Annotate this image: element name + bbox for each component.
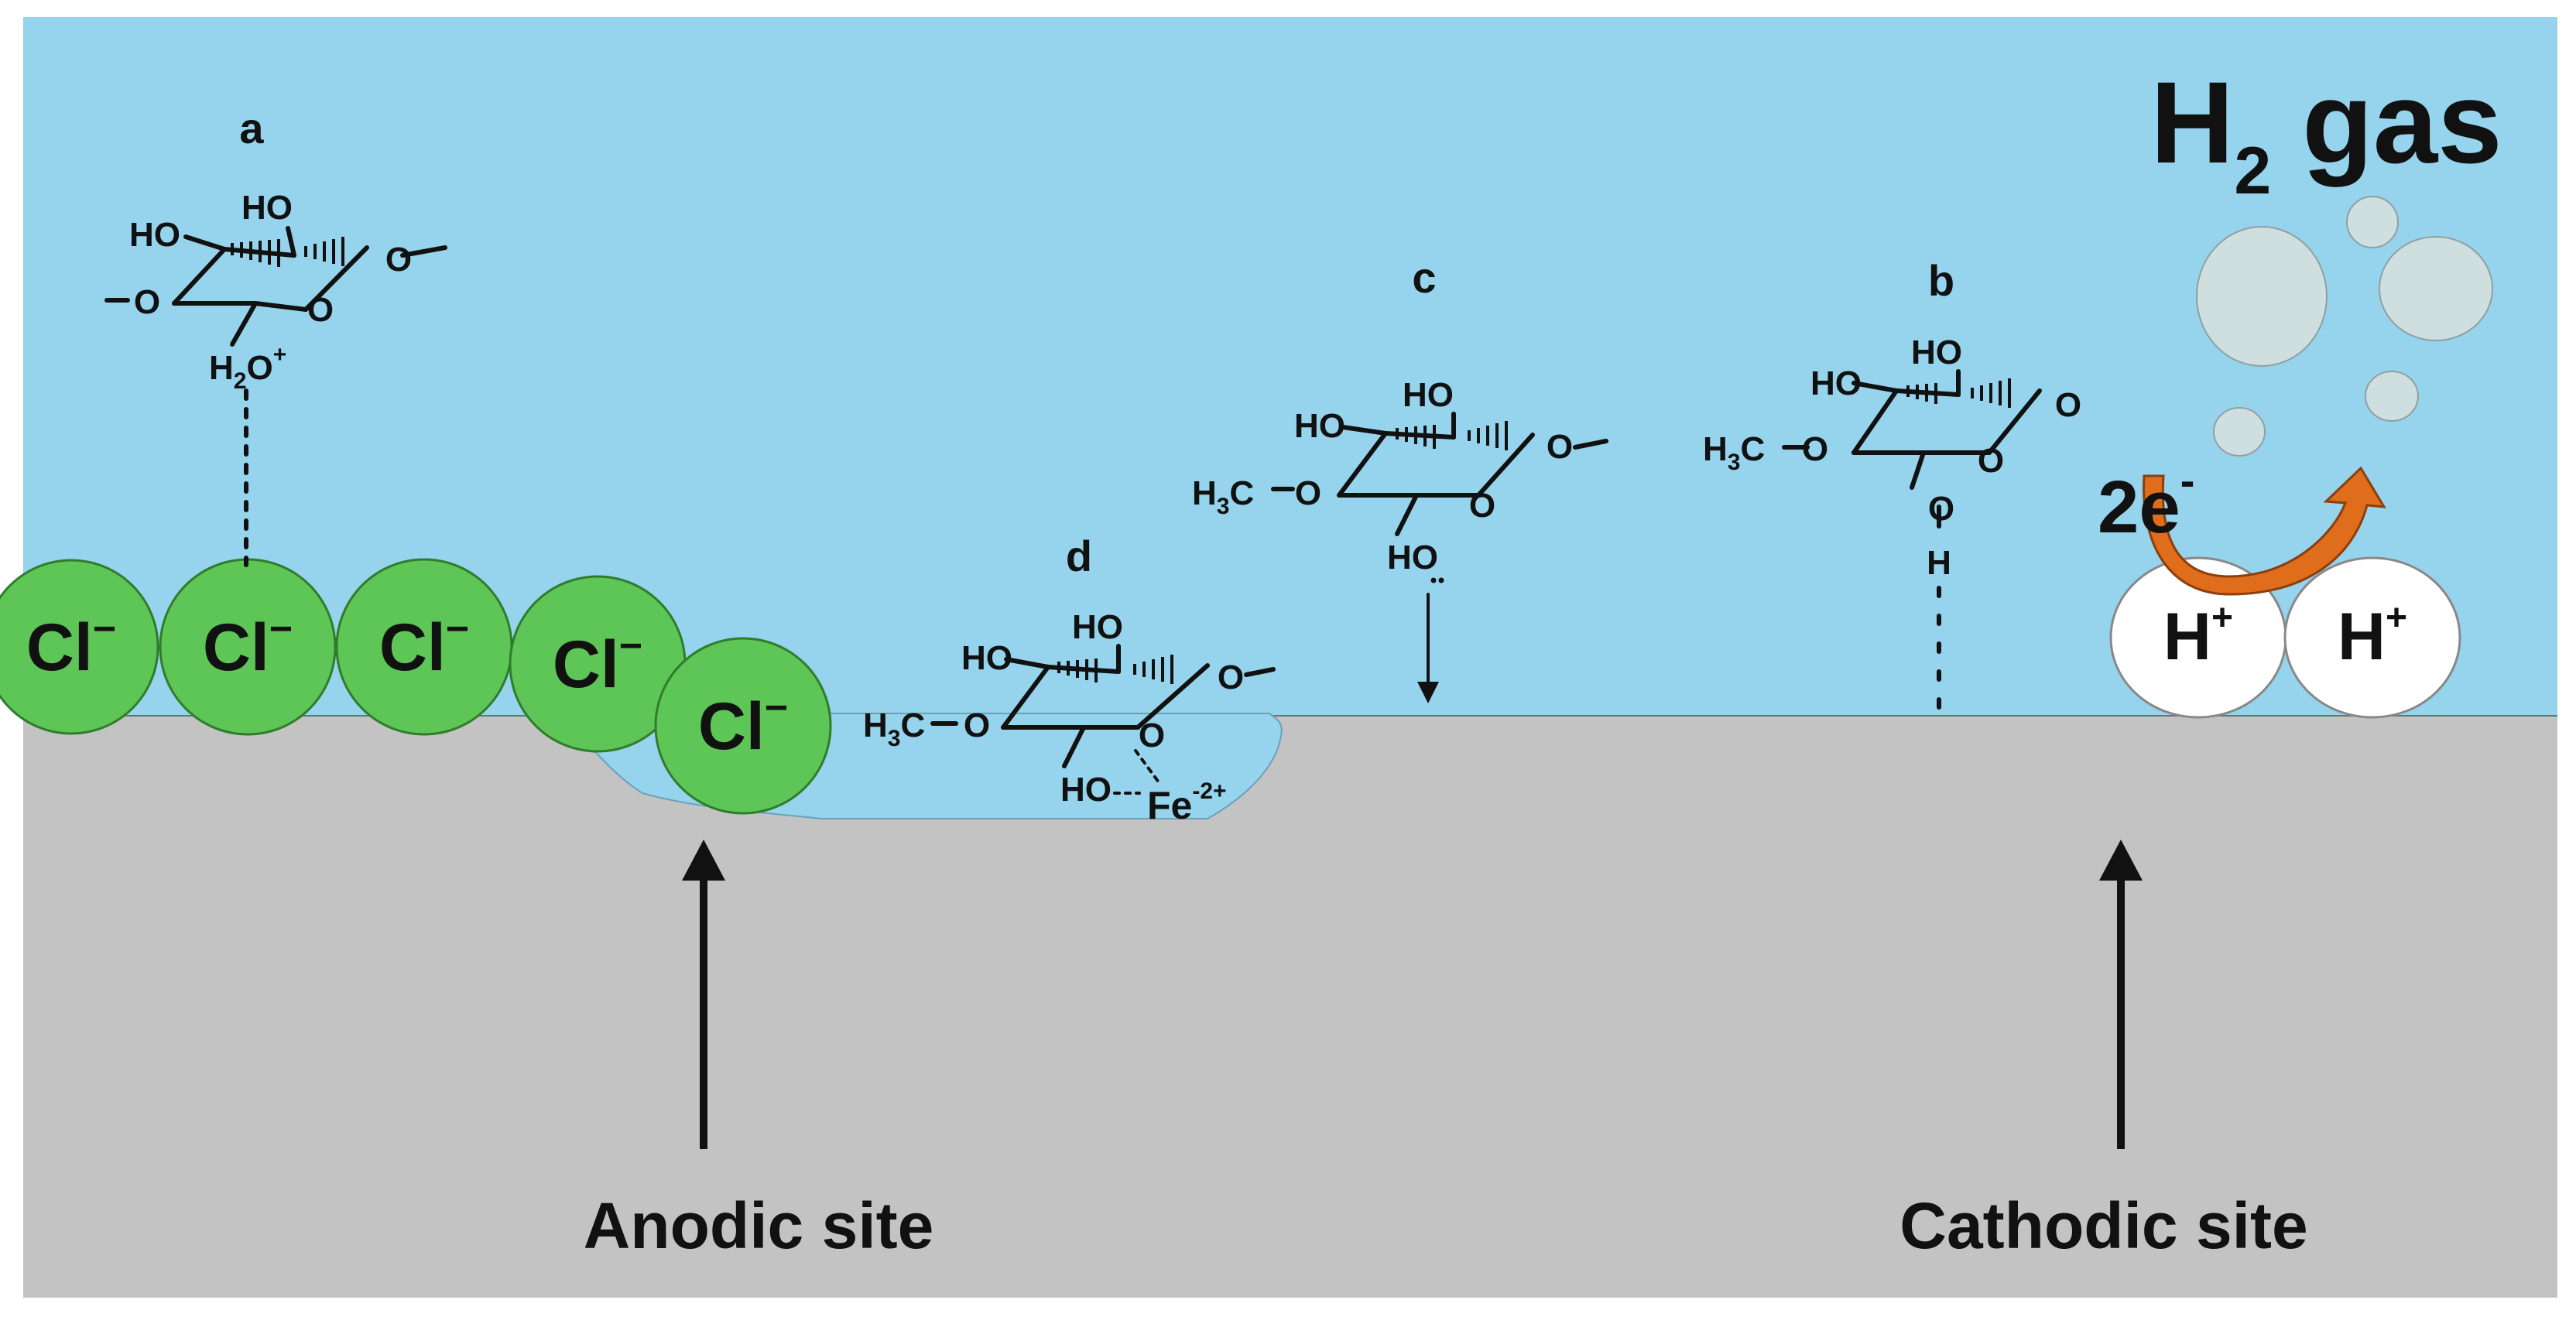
chloride-charge: −: [765, 686, 788, 730]
hydrogen-bubble-icon: [2379, 236, 2493, 341]
chloride-ion-icon: [0, 559, 159, 735]
proton-ion-icon: [2283, 556, 2461, 719]
chloride-charge: −: [619, 624, 642, 669]
chloride-ion-5: Cl−: [654, 637, 832, 815]
hydrogen-bubble-icon: [2196, 226, 2328, 367]
svg-text:Cl−: Cl−: [203, 607, 293, 685]
chloride-ion-2: Cl−: [159, 558, 337, 736]
svg-text:O: O: [385, 241, 412, 279]
chloride-symbol: Cl: [553, 628, 619, 702]
chloride-charge: −: [446, 607, 469, 652]
svg-text:HO: HO: [242, 189, 293, 227]
svg-text:Cl−: Cl−: [698, 686, 788, 764]
svg-text:Cl−: Cl−: [26, 607, 116, 685]
label-b: b: [1928, 256, 1954, 305]
hydrogen-bubbles: [2196, 196, 2493, 457]
svg-text:Cl−: Cl−: [553, 624, 642, 702]
svg-text:HO: HO: [1072, 608, 1123, 646]
svg-text:O: O: [1802, 430, 1828, 468]
proton-ion-2: H+: [2283, 556, 2461, 719]
svg-text:H3C: H3C: [1703, 430, 1765, 475]
chloride-symbol: Cl: [203, 611, 269, 685]
svg-text:O: O: [1139, 717, 1165, 754]
chloride-symbol: Cl: [698, 689, 765, 764]
hydrogen-bubble-icon: [2365, 371, 2419, 422]
svg-text:O: O: [307, 291, 334, 329]
svg-text:O: O: [2055, 386, 2081, 424]
svg-text:HO: HO: [1403, 376, 1454, 414]
svg-text:Cl−: Cl−: [379, 607, 469, 685]
svg-text:H+: H+: [2163, 597, 2233, 674]
molecule-d: d HO HO O O O H3C HO Fe-2+: [863, 532, 1276, 827]
svg-text:HO: HO: [129, 216, 180, 254]
svg-text:O: O: [1547, 428, 1573, 466]
svg-text:O: O: [964, 706, 990, 744]
molecule-a: a HO HO O O O H2O+: [104, 104, 447, 567]
svg-text:HO: HO: [1810, 364, 1862, 402]
svg-text:Fe-2+: Fe-2+: [1147, 778, 1227, 827]
electrons-label: 2e-: [2098, 456, 2194, 549]
chloride-symbol: Cl: [26, 611, 93, 685]
label-c: c: [1412, 253, 1436, 302]
svg-text:O: O: [1978, 442, 2004, 480]
electron-transfer-arrow-icon: [2143, 466, 2386, 596]
chloride-ion-1: Cl−: [0, 559, 159, 735]
molecule-b: b HO HO O O O H3C O H: [1703, 256, 2081, 710]
molecule-c: c HO HO O O O H3C HO: [1192, 253, 1608, 703]
svg-text:O: O: [1469, 487, 1495, 525]
svg-text:O: O: [1928, 490, 1954, 528]
chloride-symbol: Cl: [379, 611, 446, 685]
svg-text:O: O: [134, 283, 160, 321]
svg-text:O: O: [1295, 474, 1321, 512]
anodic-arrow: [682, 840, 725, 1149]
metal-surface: [23, 716, 2557, 1298]
svg-text:HO: HO: [1387, 539, 1438, 576]
chloride-charge: −: [93, 607, 116, 652]
svg-text:O: O: [1218, 658, 1244, 696]
svg-text:HO: HO: [1294, 407, 1345, 445]
cathodic-site-label: Cathodic site: [1899, 1189, 2307, 1262]
chloride-ion-icon: [654, 637, 832, 815]
label-d: d: [1066, 532, 1092, 580]
svg-text:H+: H+: [2338, 597, 2407, 674]
chloride-charge: −: [269, 607, 293, 652]
hydrogen-bubble-icon: [2213, 407, 2266, 457]
svg-text:HO: HO: [961, 639, 1012, 677]
anodic-site-label: Anodic site: [584, 1189, 934, 1262]
svg-text:H3C: H3C: [863, 706, 925, 751]
proton-ion-1: H+: [2109, 556, 2287, 719]
svg-text:HO: HO: [1911, 334, 1962, 371]
svg-text:H2O+: H2O+: [209, 342, 286, 394]
svg-text:HO: HO: [1060, 771, 1112, 809]
label-a: a: [239, 104, 264, 152]
svg-text:H3C: H3C: [1192, 474, 1254, 519]
hydrogen-bubble-icon: [2346, 196, 2399, 248]
iron-ion: Fe: [1147, 784, 1192, 827]
svg-text:H: H: [1927, 544, 1951, 582]
cathodic-arrow: [2099, 840, 2143, 1149]
chloride-ion-3: Cl−: [335, 558, 513, 736]
chloride-ion-4: Cl−: [509, 575, 687, 753]
